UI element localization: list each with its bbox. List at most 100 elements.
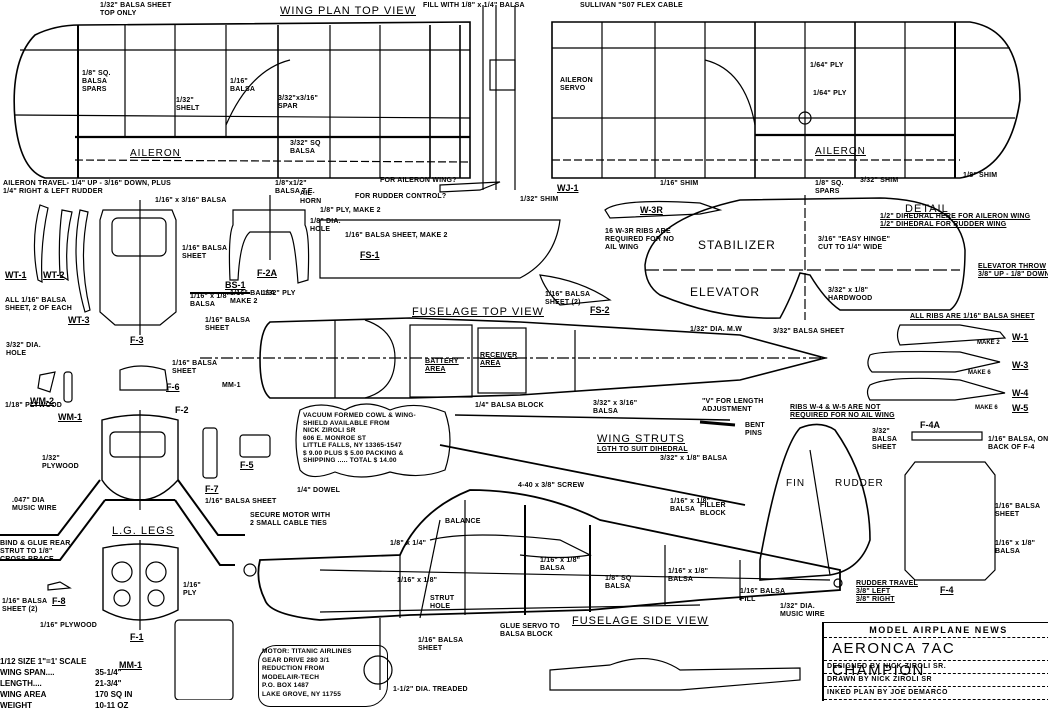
note-balsa-side5: 1/8" x 1/4" [390, 540, 427, 547]
note-filler-block: FILLER BLOCK [700, 502, 726, 517]
note-w3r-ribs: 16 W-3R RIBS ARE REQUIRED FOR NO AIL WIN… [605, 228, 675, 251]
landing-gear-legs [0, 479, 245, 566]
note-plywood-132: 1/32" PLYWOOD [42, 455, 79, 470]
note-dia-hole-18: 1/8" DIA. HOLE [310, 218, 341, 233]
stabilizer-label: STABILIZER [698, 238, 776, 252]
wing-plan-title: WING PLAN TOP VIEW [280, 5, 416, 17]
part-f5: F-5 [240, 460, 254, 470]
wt2-part [58, 209, 73, 282]
note-balsa-f4a: 1/16" BALSA, ON BACK OF F-4 [988, 436, 1048, 451]
wt3-part [75, 209, 91, 313]
note-hardwood: 3/32" x 1/8" HARDWOOD [828, 287, 873, 302]
fs2-part [539, 274, 612, 306]
note-elevator-throw: ELEVATOR THROW 3/8" UP - 1/8" DOWN [978, 263, 1048, 278]
note-shim-116: 1/16" SHIM [660, 180, 699, 187]
note-bent-pins: BENT PINS [745, 422, 765, 437]
note-secure-motor: SECURE MOTOR WITH 2 SMALL CABLE TIES [250, 512, 331, 527]
part-f2a: F-2A [257, 268, 277, 278]
wt1-part [33, 204, 49, 283]
wing-struts-title: WING STRUTS [597, 433, 685, 445]
note-ply-make2: 1/8" PLY, MAKE 2 [320, 207, 381, 214]
f8-part [47, 581, 72, 591]
note-bind-glue: BIND & GLUE REAR STRUT TO 1/8" CROSS BRA… [0, 540, 71, 563]
note-balsa-sheet-fuse: 1/16" BALSA SHEET [205, 317, 251, 332]
w3r-part [604, 200, 723, 219]
drawn-by: DRAWN BY NICK ZIROLI SR [824, 674, 1048, 687]
note-screw: 4-40 x 3/8" SCREW [518, 482, 585, 489]
note-all-ribs: ALL RIBS ARE 1/16" BALSA SHEET [910, 313, 1035, 320]
part-f7: F-7 [205, 484, 219, 494]
note-dowel: 1/4" DOWEL [297, 487, 341, 494]
part-wm1: WM-1 [58, 412, 82, 422]
stabilizer-part [644, 195, 966, 320]
note-make6: MAKE 6 [968, 370, 991, 376]
note-aileron-travel: AILERON TRAVEL- 1/4" UP - 3/16" DOWN, PL… [3, 180, 172, 195]
note-balsa-f7: 1/16" BALSA SHEET [205, 498, 277, 505]
tail-fin-rudder [759, 423, 871, 588]
elevator-label: ELEVATOR [690, 285, 761, 299]
wj1-part [439, 181, 501, 193]
note-shim-332: 3/32" SHIM [860, 177, 899, 184]
vacuum-note-cloud [295, 403, 451, 478]
battery-area-label: BATTERY AREA [425, 358, 459, 373]
fuselage-top-title: FUSELAGE TOP VIEW [412, 306, 544, 318]
note-shim-132: 1/32" SHIM [520, 196, 559, 203]
note-make6b: MAKE 6 [975, 405, 998, 411]
part-w5: W-5 [1012, 403, 1029, 413]
part-mm1-top: MM-1 [222, 382, 241, 389]
note-balsa-side1: 1/16" x 1/8" BALSA [540, 557, 581, 572]
note-motor: MOTOR: TITANIC AIRLINES GEAR DRIVE 280 3… [262, 648, 352, 698]
magazine-name: MODEL AIRPLANE NEWS [824, 623, 1048, 638]
note-aileron-servo: AILERON SERVO [560, 77, 593, 92]
note-ply-164: 1/64" PLY [810, 62, 844, 69]
fs1-part [319, 219, 561, 279]
note-struts-balsa2: 3/32" x 3/16" BALSA [593, 400, 638, 415]
detail-title: DETAIL [905, 203, 949, 215]
designed-by: DESIGNED BY NICK ZIROLI SR. [824, 661, 1048, 674]
part-bs1: BS-1 [225, 280, 246, 290]
note-balsa-block: 1/4" BALSA BLOCK [475, 402, 544, 409]
radio-panel [174, 619, 234, 700]
note-spars: 1/8" SQ. BALSA SPARS [82, 70, 111, 93]
note-rudder-travel: RUDDER TRAVEL 3/8" LEFT 3/8" RIGHT [856, 580, 918, 603]
note-balsa-sheet-f4: 1/16" BALSA SHEET [995, 503, 1041, 518]
note-strut-hole: STRUT HOLE [430, 595, 455, 610]
note-balsa-116: 1/16" BALSA [230, 78, 256, 93]
note-sq-332: 3/32" SQ BALSA [290, 140, 321, 155]
aileron-right-label: AILERON [815, 146, 866, 157]
f1-part [102, 540, 179, 630]
part-f1: F-1 [130, 632, 144, 642]
part-f2: F-2 [175, 405, 189, 415]
part-f4: F-4 [940, 585, 954, 595]
note-ply-116: 1/16" PLY [183, 582, 201, 597]
note-balsa-f6: 1/16" BALSA SHEET [172, 360, 218, 375]
note-balsa-sheet-332: 3/32" BALSA SHEET [872, 428, 898, 451]
part-f8: F-8 [52, 596, 66, 606]
note-balsa-sheet-bottom: 1/16" BALSA SHEET [418, 637, 464, 652]
note-shelt: 1/32" SHELT [176, 97, 200, 112]
fuselage-side-view [243, 489, 841, 690]
part-w1: W-1 [1012, 332, 1029, 342]
w1-rib [896, 324, 1007, 346]
fin-label: FIN [786, 478, 806, 489]
part-mm1: MM-1 [119, 660, 142, 670]
part-fs2: FS-2 [590, 305, 610, 315]
note-glue-servo: GLUE SERVO TO BALSA BLOCK [500, 623, 560, 638]
note-music-wire-132: 1/32" DIA. MUSIC WIRE [780, 603, 825, 618]
title-block: MODEL AIRPLANE NEWS AERONCA 7AC CHAMPION… [822, 622, 1048, 701]
note-balsa-sheet-top: 1/32" BALSA SHEET TOP ONLY [100, 2, 172, 17]
wing-struts [439, 414, 746, 506]
note-balsa-316: 1/16" x 3/16" BALSA [155, 197, 227, 204]
part-w3: W-3 [1012, 360, 1029, 370]
wing-plan-right [551, 21, 1021, 179]
note-balsa-side6: 1/16" x 1/8" [397, 577, 438, 584]
note-shim-18: 1/8" SHIM [963, 172, 998, 179]
note-fs1: 1/16" BALSA SHEET, MAKE 2 [345, 232, 448, 239]
specs-table: 1/12 SIZE 1"=1' SCALE WING SPAN....35-1/… [0, 656, 132, 711]
spec-wing-span: WING SPAN....35-1/4" [0, 668, 122, 677]
note-music-wire-stab: 1/32" DIA. M.W [690, 326, 743, 333]
w3-rib [867, 350, 1001, 373]
